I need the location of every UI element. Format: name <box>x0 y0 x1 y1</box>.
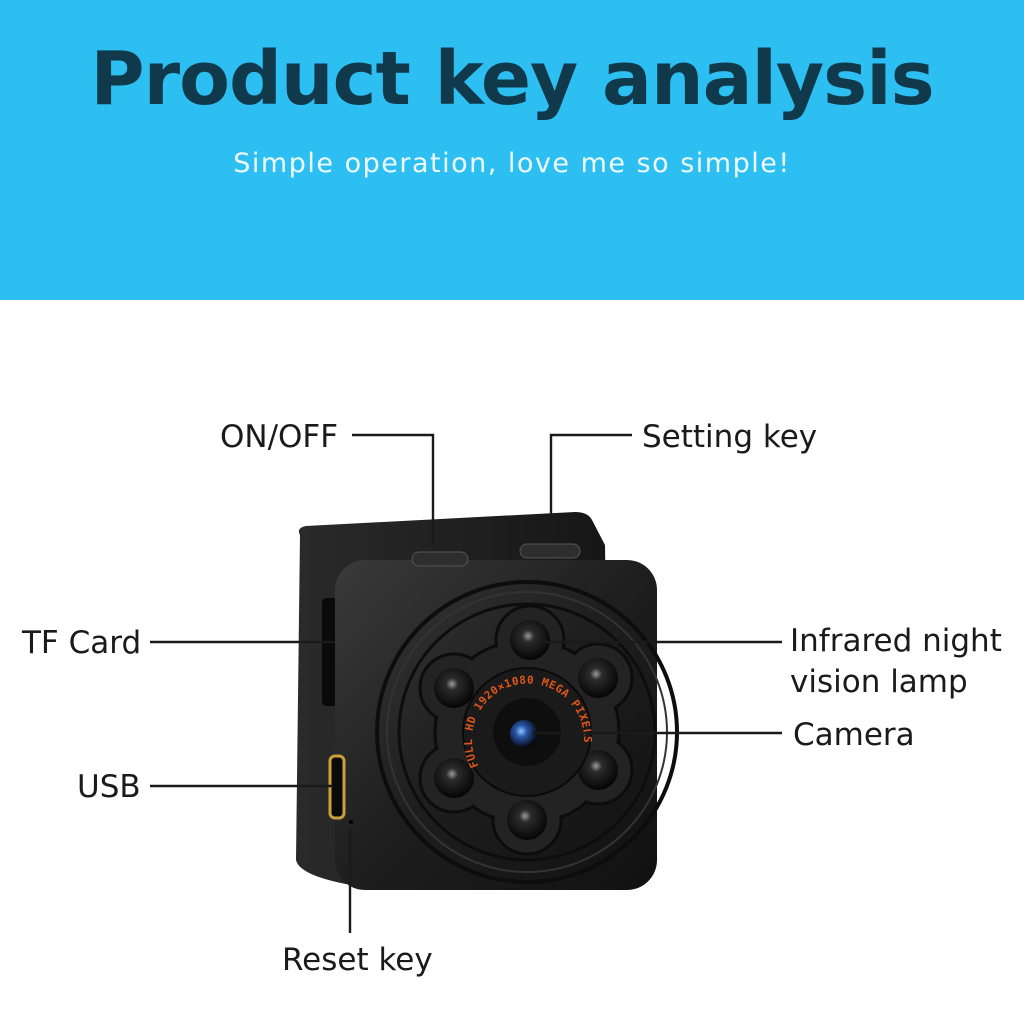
callout-setting-key: Setting key <box>642 419 817 455</box>
callout-tf-card: TF Card <box>21 625 141 661</box>
callout-usb: USB <box>77 769 141 805</box>
callout-camera: Camera <box>793 717 915 753</box>
ir-led <box>434 668 474 708</box>
page-subtitle: Simple operation, love me so simple! <box>233 148 791 179</box>
page-title: Product key analysis <box>90 36 934 122</box>
ir-led <box>578 658 618 698</box>
reset-hole <box>349 820 353 824</box>
ir-led <box>434 758 474 798</box>
on-off-button <box>411 551 469 567</box>
leader-lines <box>150 433 782 933</box>
ir-led <box>507 800 547 840</box>
camera-device: FULL HD 1920×1080 MEGA PIXELS <box>296 512 679 890</box>
ir-led <box>510 620 550 660</box>
callout-reset-key: Reset key <box>282 942 433 978</box>
camera-lens <box>510 720 538 748</box>
setting-key-button <box>519 543 581 559</box>
callout-infrared-line2: vision lamp <box>790 664 968 700</box>
ir-led <box>578 750 618 790</box>
header-banner <box>0 0 1024 300</box>
callout-infrared-line1: Infrared night <box>790 623 1002 659</box>
callout-on-off: ON/OFF <box>220 419 338 455</box>
tf-card-slot <box>322 598 338 706</box>
infrared-leds <box>434 620 618 840</box>
